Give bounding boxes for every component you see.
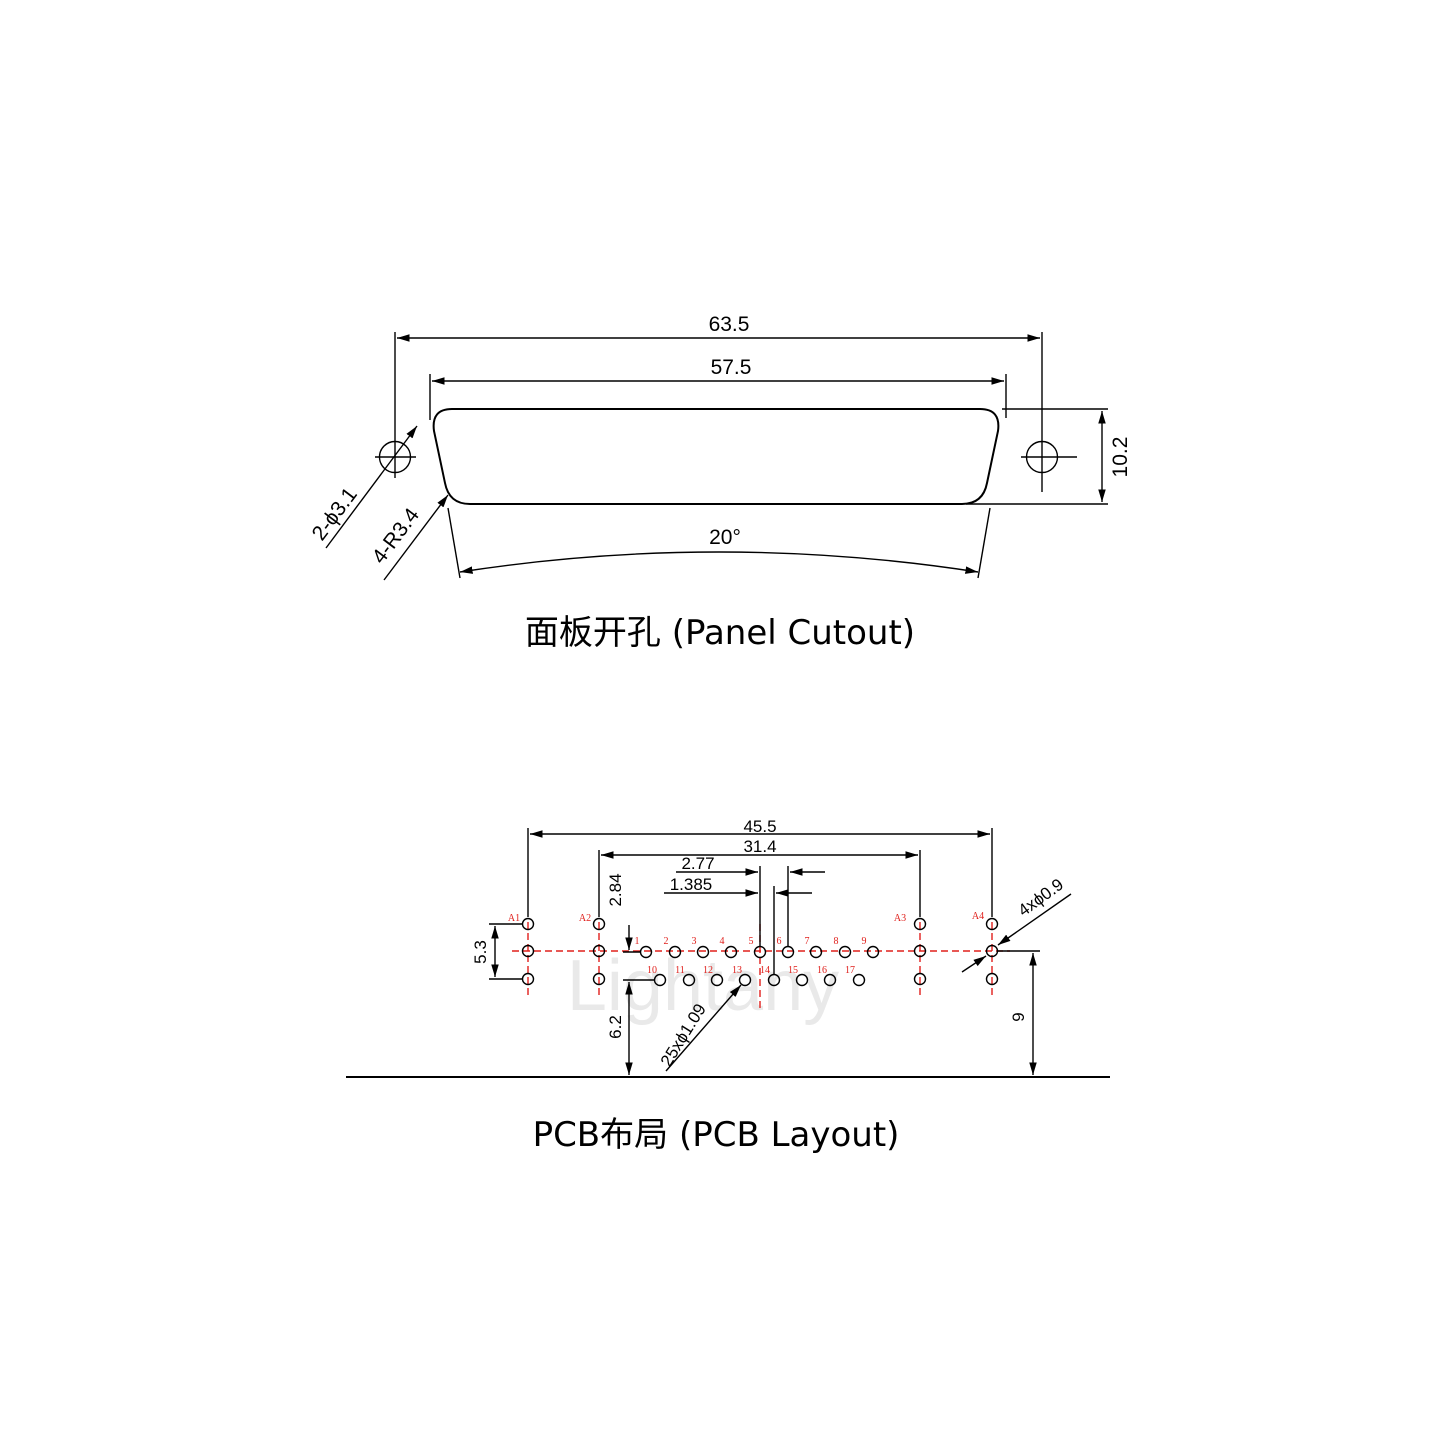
dim-mount-to-edge: 9	[1009, 1012, 1028, 1021]
dim-inner: 31.4	[743, 837, 776, 856]
pin-number: 11	[675, 965, 685, 976]
pcb-layout-caption: PCB布局 (PCB Layout)	[533, 1115, 900, 1155]
dim-radius: 4-R3.4	[368, 504, 424, 568]
mount-label-a2: A2	[579, 913, 591, 924]
dim-mount-pair: 5.3	[471, 940, 490, 964]
pcb-layout-drawing: Lightany A1 A2 A3 A4	[346, 817, 1110, 1155]
pin-number: 1	[635, 936, 640, 947]
panel-cutout-drawing: 63.5 57.5 10.2 2-ϕ3.1 4-R3.4 20° 面板开孔 (P…	[308, 313, 1132, 653]
panel-cutout-caption: 面板开孔 (Panel Cutout)	[525, 613, 915, 653]
signal-pins-row-2	[653, 973, 866, 987]
pin-number: 14	[760, 965, 770, 976]
left-mounting-hole	[375, 437, 416, 478]
pin-number: 9	[862, 936, 867, 947]
dim-height: 10.2	[1109, 437, 1132, 478]
mount-label-a1: A1	[508, 913, 520, 924]
pin-number: 10	[647, 965, 657, 976]
dim-overall-width: 63.5	[709, 313, 750, 336]
mount-label-a4: A4	[972, 911, 984, 922]
dim-to-edge: 6.2	[606, 1015, 625, 1039]
dim-outer: 45.5	[743, 817, 776, 836]
mount-label-a3: A3	[894, 913, 906, 924]
watermark: Lightany	[567, 946, 839, 1026]
dim-pitch: 2.77	[681, 854, 714, 873]
pin-number: 16	[817, 965, 827, 976]
pin-number: 13	[732, 965, 742, 976]
pin-number: 7	[805, 936, 810, 947]
dim-mount-holes: 4xϕ0.9	[1015, 875, 1068, 920]
pin-number: 5	[749, 936, 754, 947]
pin-number: 6	[777, 936, 782, 947]
d-sub-opening-outline	[432, 408, 1000, 505]
dim-half-pitch: 1.385	[670, 875, 713, 894]
dim-opening-width: 57.5	[711, 356, 752, 379]
pin-number: 3	[692, 936, 697, 947]
pin-number: 15	[788, 965, 798, 976]
pin-number: 4	[720, 936, 725, 947]
dim-angle: 20°	[709, 526, 741, 549]
pin-number: 8	[834, 936, 839, 947]
pin-number: 17	[845, 965, 855, 976]
pin-number: 12	[703, 965, 713, 976]
signal-pins-row-1	[639, 945, 880, 959]
mount-holes	[521, 917, 999, 986]
dim-row-spacing: 2.84	[606, 873, 625, 906]
right-mounting-hole	[1021, 437, 1077, 492]
pin-number: 2	[664, 936, 669, 947]
